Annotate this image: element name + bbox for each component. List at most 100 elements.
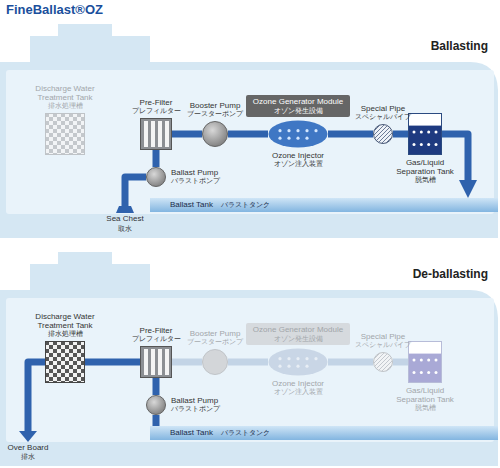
ballast-pump: Ballast Pumpバラストポンプ: [146, 395, 166, 415]
special-pipe: Special Pipeスペシャルパイプ: [373, 124, 393, 144]
label-group: Ozone Generator Moduleオゾン発生設備: [246, 323, 350, 345]
dtank-shape: [45, 113, 85, 155]
spipe-shape: [373, 352, 393, 372]
outlet-label: 排水: [21, 453, 35, 461]
inlet-label: 取水: [118, 225, 132, 233]
component-label: プレフィルター: [132, 107, 181, 115]
pipe-connector: [328, 359, 373, 366]
component-label: Ozone Generator Module: [253, 325, 343, 334]
label-group: Special Pipeスペシャルパイプ: [355, 104, 411, 121]
label-group: Special Pipeスペシャルパイプ: [355, 332, 411, 349]
component-label: バラストポンプ: [171, 406, 220, 414]
component-label: Ozone Generator Module: [253, 97, 343, 106]
hull: [0, 62, 498, 238]
spipe-shape: [373, 124, 393, 144]
pipe-connector: [85, 359, 140, 366]
component-label: Gas/Liquid Separation Tank: [390, 158, 460, 176]
superstructure: [30, 24, 150, 62]
treatment-tank: Discharge Water Treatment Tank排水処理槽: [45, 341, 85, 383]
dtank-shape: [45, 341, 85, 383]
superstructure: [30, 252, 150, 290]
label-group: Ozone Generator Moduleオゾン発生設備: [246, 95, 350, 117]
inject-shape: [268, 348, 328, 376]
treatment-tank: Discharge Water Treatment Tank排水処理槽: [45, 113, 85, 155]
component-label: Ballast Pump: [171, 168, 220, 177]
pipe-connector: [393, 131, 408, 138]
filter-shape: [140, 118, 172, 150]
inlet-label: Sea Chest: [106, 215, 143, 224]
component-label: Pre-Filter: [132, 326, 181, 335]
label-group: Booster Pumpブースターポンプ: [187, 101, 243, 118]
label-group: Discharge Water Treatment Tank排水処理槽: [28, 312, 102, 338]
filter-shape: [140, 346, 172, 378]
panel-heading: Ballasting: [431, 40, 488, 53]
label-group: Ballast Tank バラストタンク: [170, 426, 270, 440]
component-label: Discharge Water Treatment Tank: [28, 312, 102, 330]
pipe-connector: [228, 131, 268, 138]
pipe-connector: [153, 150, 160, 167]
pipe-connector: [172, 359, 202, 366]
sea-chest-inlet: [116, 206, 134, 213]
booster-pump: Booster Pumpブースターポンプ: [202, 349, 228, 375]
label-group: Ozone Injectorオゾン注入装置: [272, 151, 324, 168]
component-label: 脱気槽: [390, 404, 460, 412]
pre-filter: Pre-Filterプレフィルター: [140, 118, 172, 150]
component-label: Ballast Tank: [170, 428, 213, 437]
component-label: Special Pipe: [355, 104, 411, 113]
component-label: Special Pipe: [355, 332, 411, 341]
ship-top: [0, 24, 498, 238]
separation-tank: Gas/Liquid Separation Tank脱気槽: [408, 113, 442, 155]
pipe-connector: [153, 415, 160, 426]
pump-shape: [202, 121, 228, 147]
component-label: Ballast Pump: [171, 396, 220, 405]
panel-heading: De-ballasting: [413, 268, 488, 281]
sea-chest-pipe: [125, 177, 146, 207]
component-label: Discharge Water Treatment Tank: [28, 84, 102, 102]
component-label: スペシャルパイプ: [355, 113, 411, 121]
ballast-tank-band: Ballast Tankバラストタンク: [150, 198, 498, 212]
hold: [6, 298, 494, 442]
component-label: バラストタンク: [221, 429, 270, 437]
component-label: オゾン注入装置: [272, 160, 324, 168]
ozone-injector: Ozone Injectorオゾン注入装置: [268, 120, 328, 148]
pipe-connector: [172, 131, 202, 138]
booster-pump: Booster Pumpブースターポンプ: [202, 121, 228, 147]
component-label: オゾン発生設備: [274, 335, 323, 343]
pipe-connector: [328, 131, 373, 138]
component-label: 排水処理槽: [28, 102, 102, 110]
pump-shape: [202, 349, 228, 375]
pre-filter: Pre-Filterプレフィルター: [140, 346, 172, 378]
pipe-connector: [393, 359, 408, 366]
inject-shape: [268, 120, 328, 148]
component-label: ブースターポンプ: [187, 110, 243, 118]
outlet-label: Over Board: [8, 444, 49, 453]
pipe-connector: [228, 359, 268, 366]
component-label: ブースターポンプ: [187, 338, 243, 346]
pump-shape: [146, 167, 166, 187]
ozone-generator: Ozone Generator Moduleオゾン発生設備: [246, 95, 350, 117]
component-label: バラストタンク: [221, 201, 270, 209]
ship-bottom: [0, 252, 498, 466]
component-label: Pre-Filter: [132, 98, 181, 107]
pump-shape: [146, 395, 166, 415]
component-label: スペシャルパイプ: [355, 341, 411, 349]
label-group: Gas/Liquid Separation Tank脱気槽: [390, 158, 460, 184]
component-label: Booster Pump: [187, 101, 243, 110]
component-label: オゾン発生設備: [274, 107, 323, 115]
component-label: Gas/Liquid Separation Tank: [390, 386, 460, 404]
component-label: オゾン注入装置: [272, 388, 324, 396]
label-group: Booster Pumpブースターポンプ: [187, 329, 243, 346]
ozone-injector: Ozone Injectorオゾン注入装置: [268, 348, 328, 376]
over-board-pipe: [28, 362, 45, 432]
special-pipe: Special Pipeスペシャルパイプ: [373, 352, 393, 372]
component-label: バラストポンプ: [171, 178, 220, 186]
label-group: Ballast Pumpバラストポンプ: [171, 396, 220, 413]
pipe-connector: [442, 134, 468, 198]
ballast-tank-band: Ballast Tank バラストタンク: [150, 426, 498, 440]
component-label: Ozone Injector: [272, 379, 324, 388]
label-group: Pre-Filterプレフィルター: [132, 98, 181, 115]
component-label: Ozone Injector: [272, 151, 324, 160]
label-group: Pre-Filterプレフィルター: [132, 326, 181, 343]
unused-stub: [132, 405, 146, 406]
sep-shape: [408, 113, 442, 155]
